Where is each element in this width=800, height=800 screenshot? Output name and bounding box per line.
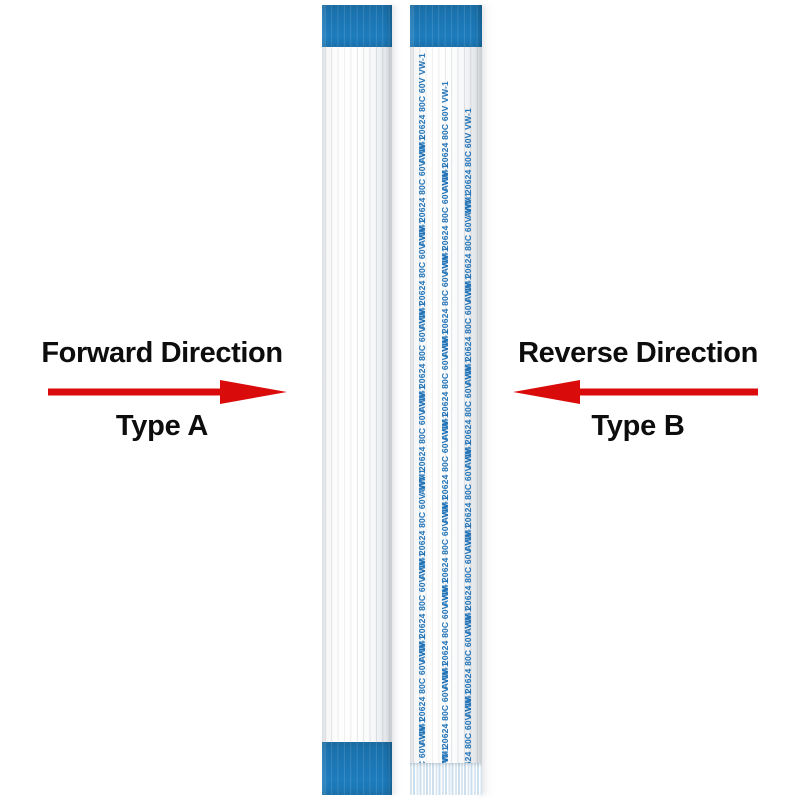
cable-type-a	[322, 5, 401, 795]
forward-arrow-wrap	[12, 377, 312, 407]
cable-b-bottom-exposed-contacts	[410, 763, 482, 795]
reverse-arrow-wrap	[488, 377, 788, 407]
arrow-right-icon	[48, 380, 287, 404]
type-b-title: Type B	[591, 410, 685, 442]
cable-b-top-blue-tab	[410, 5, 482, 47]
reverse-direction-label-block: Reverse Direction Type B	[488, 336, 788, 443]
type-a-title: Type A	[115, 410, 209, 442]
cable-a-top-blue-tab	[322, 5, 392, 47]
cable-a-ribbon-body	[322, 5, 392, 795]
forward-direction-label-block: Forward Direction Type A	[12, 336, 312, 443]
arrow-left-icon	[513, 380, 758, 404]
reverse-direction-title: Reverse Direction	[518, 337, 758, 369]
cable-a-bottom-blue-tab	[322, 742, 392, 795]
forward-direction-title: Forward Direction	[41, 337, 283, 369]
cable-b-ribbon-body	[410, 5, 482, 795]
